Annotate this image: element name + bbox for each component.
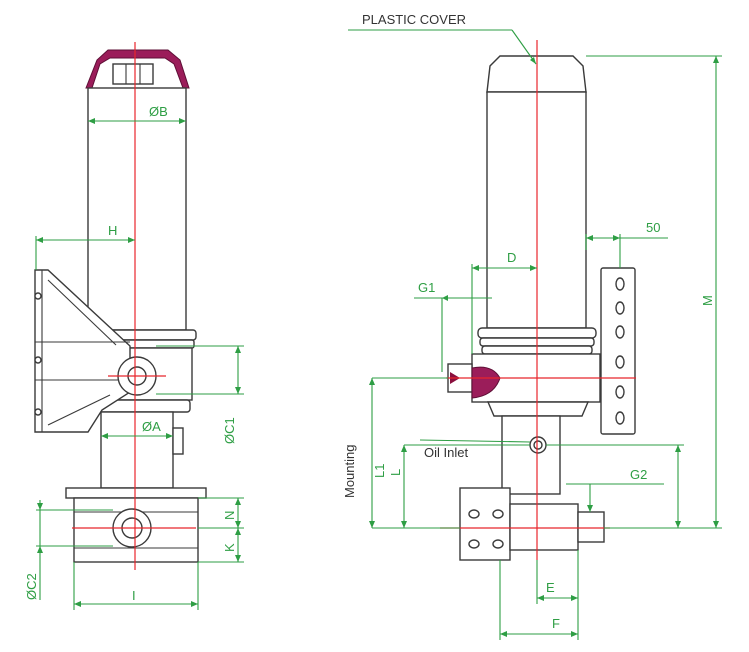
cylinder-body-left <box>87 87 187 331</box>
dim-D-label: D <box>507 250 516 265</box>
dim-B-label: ØB <box>149 104 168 119</box>
dim-N-label: N <box>222 511 237 520</box>
base-extension-right <box>509 503 579 551</box>
cap-nut <box>112 63 154 85</box>
dim-M-label: M <box>700 295 715 306</box>
base-block-right <box>459 487 511 561</box>
rod-left <box>100 411 174 489</box>
oil-inlet-label: Oil Inlet <box>424 445 468 460</box>
dim-I-label: I <box>132 588 136 603</box>
dim-C1-label: ØC1 <box>222 417 237 444</box>
dim-L-label: L <box>388 469 403 476</box>
plastic-cover-label: PLASTIC COVER <box>362 12 466 27</box>
dim-K-label: K <box>222 543 237 552</box>
mounting-label: Mounting <box>342 445 357 498</box>
left-dimensions: ØB H ØA ØC1 N K ØC2 <box>24 104 244 610</box>
dim-H-label: H <box>108 223 117 238</box>
dim-50-label: 50 <box>646 220 660 235</box>
base-flange-left <box>65 487 207 499</box>
dim-L1-label: L1 <box>372 464 387 478</box>
mounting-bracket <box>34 269 131 433</box>
dim-G1-label: G1 <box>418 280 435 295</box>
dim-A-label: ØA <box>142 419 161 434</box>
g2-port <box>577 511 605 543</box>
dim-C2-label: ØC2 <box>24 573 39 600</box>
lower-body-right <box>501 415 561 495</box>
dim-F-label: F <box>552 616 560 631</box>
dim-G2-label: G2 <box>630 467 647 482</box>
right-view <box>440 40 636 561</box>
left-view <box>34 42 207 570</box>
mounting-strip <box>600 267 636 435</box>
right-dimensions: PLASTIC COVER M 50 D G1 Mounting L1 L <box>342 12 722 640</box>
dim-E-label: E <box>546 580 555 595</box>
